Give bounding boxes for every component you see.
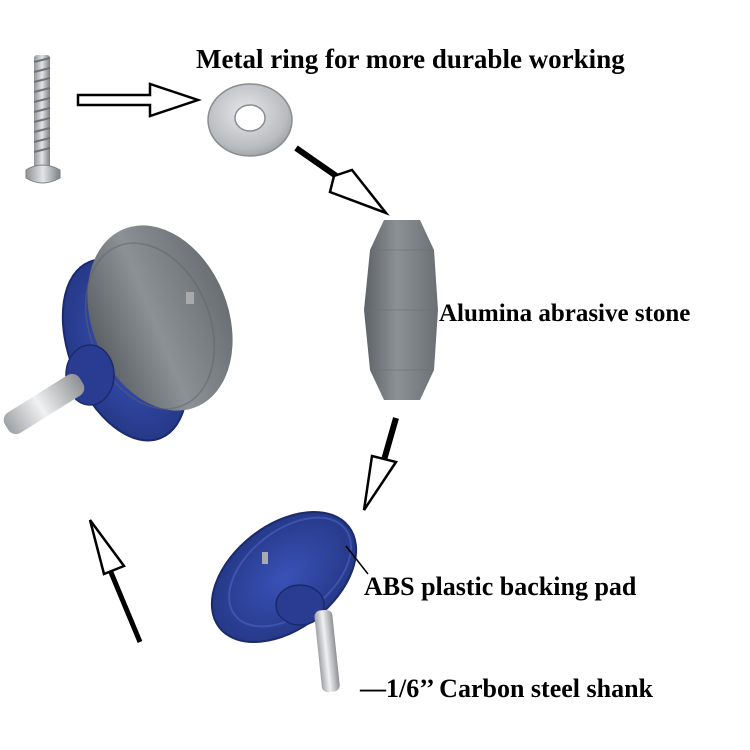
arrow-icon: [362, 417, 399, 511]
shank-label: —1/6’’ Carbon steel shank: [360, 674, 653, 703]
washer-icon: [207, 83, 293, 157]
abrasive-stone-label: Alumina abrasive stone: [439, 300, 691, 327]
assembled-sharpener-icon: [3, 225, 233, 442]
abrasive-stone-icon: [364, 220, 438, 400]
pad-leader-line: [345, 545, 369, 575]
backing-pad-label: ABS plastic backing pad: [364, 572, 637, 601]
screw-icon: [25, 55, 61, 184]
arrow-icon: [294, 145, 390, 216]
arrow-icon: [76, 82, 202, 118]
backing-pad-icon: [210, 510, 358, 693]
arrow-icon: [88, 519, 143, 643]
metal-ring-label: Metal ring for more durable working: [196, 44, 625, 74]
